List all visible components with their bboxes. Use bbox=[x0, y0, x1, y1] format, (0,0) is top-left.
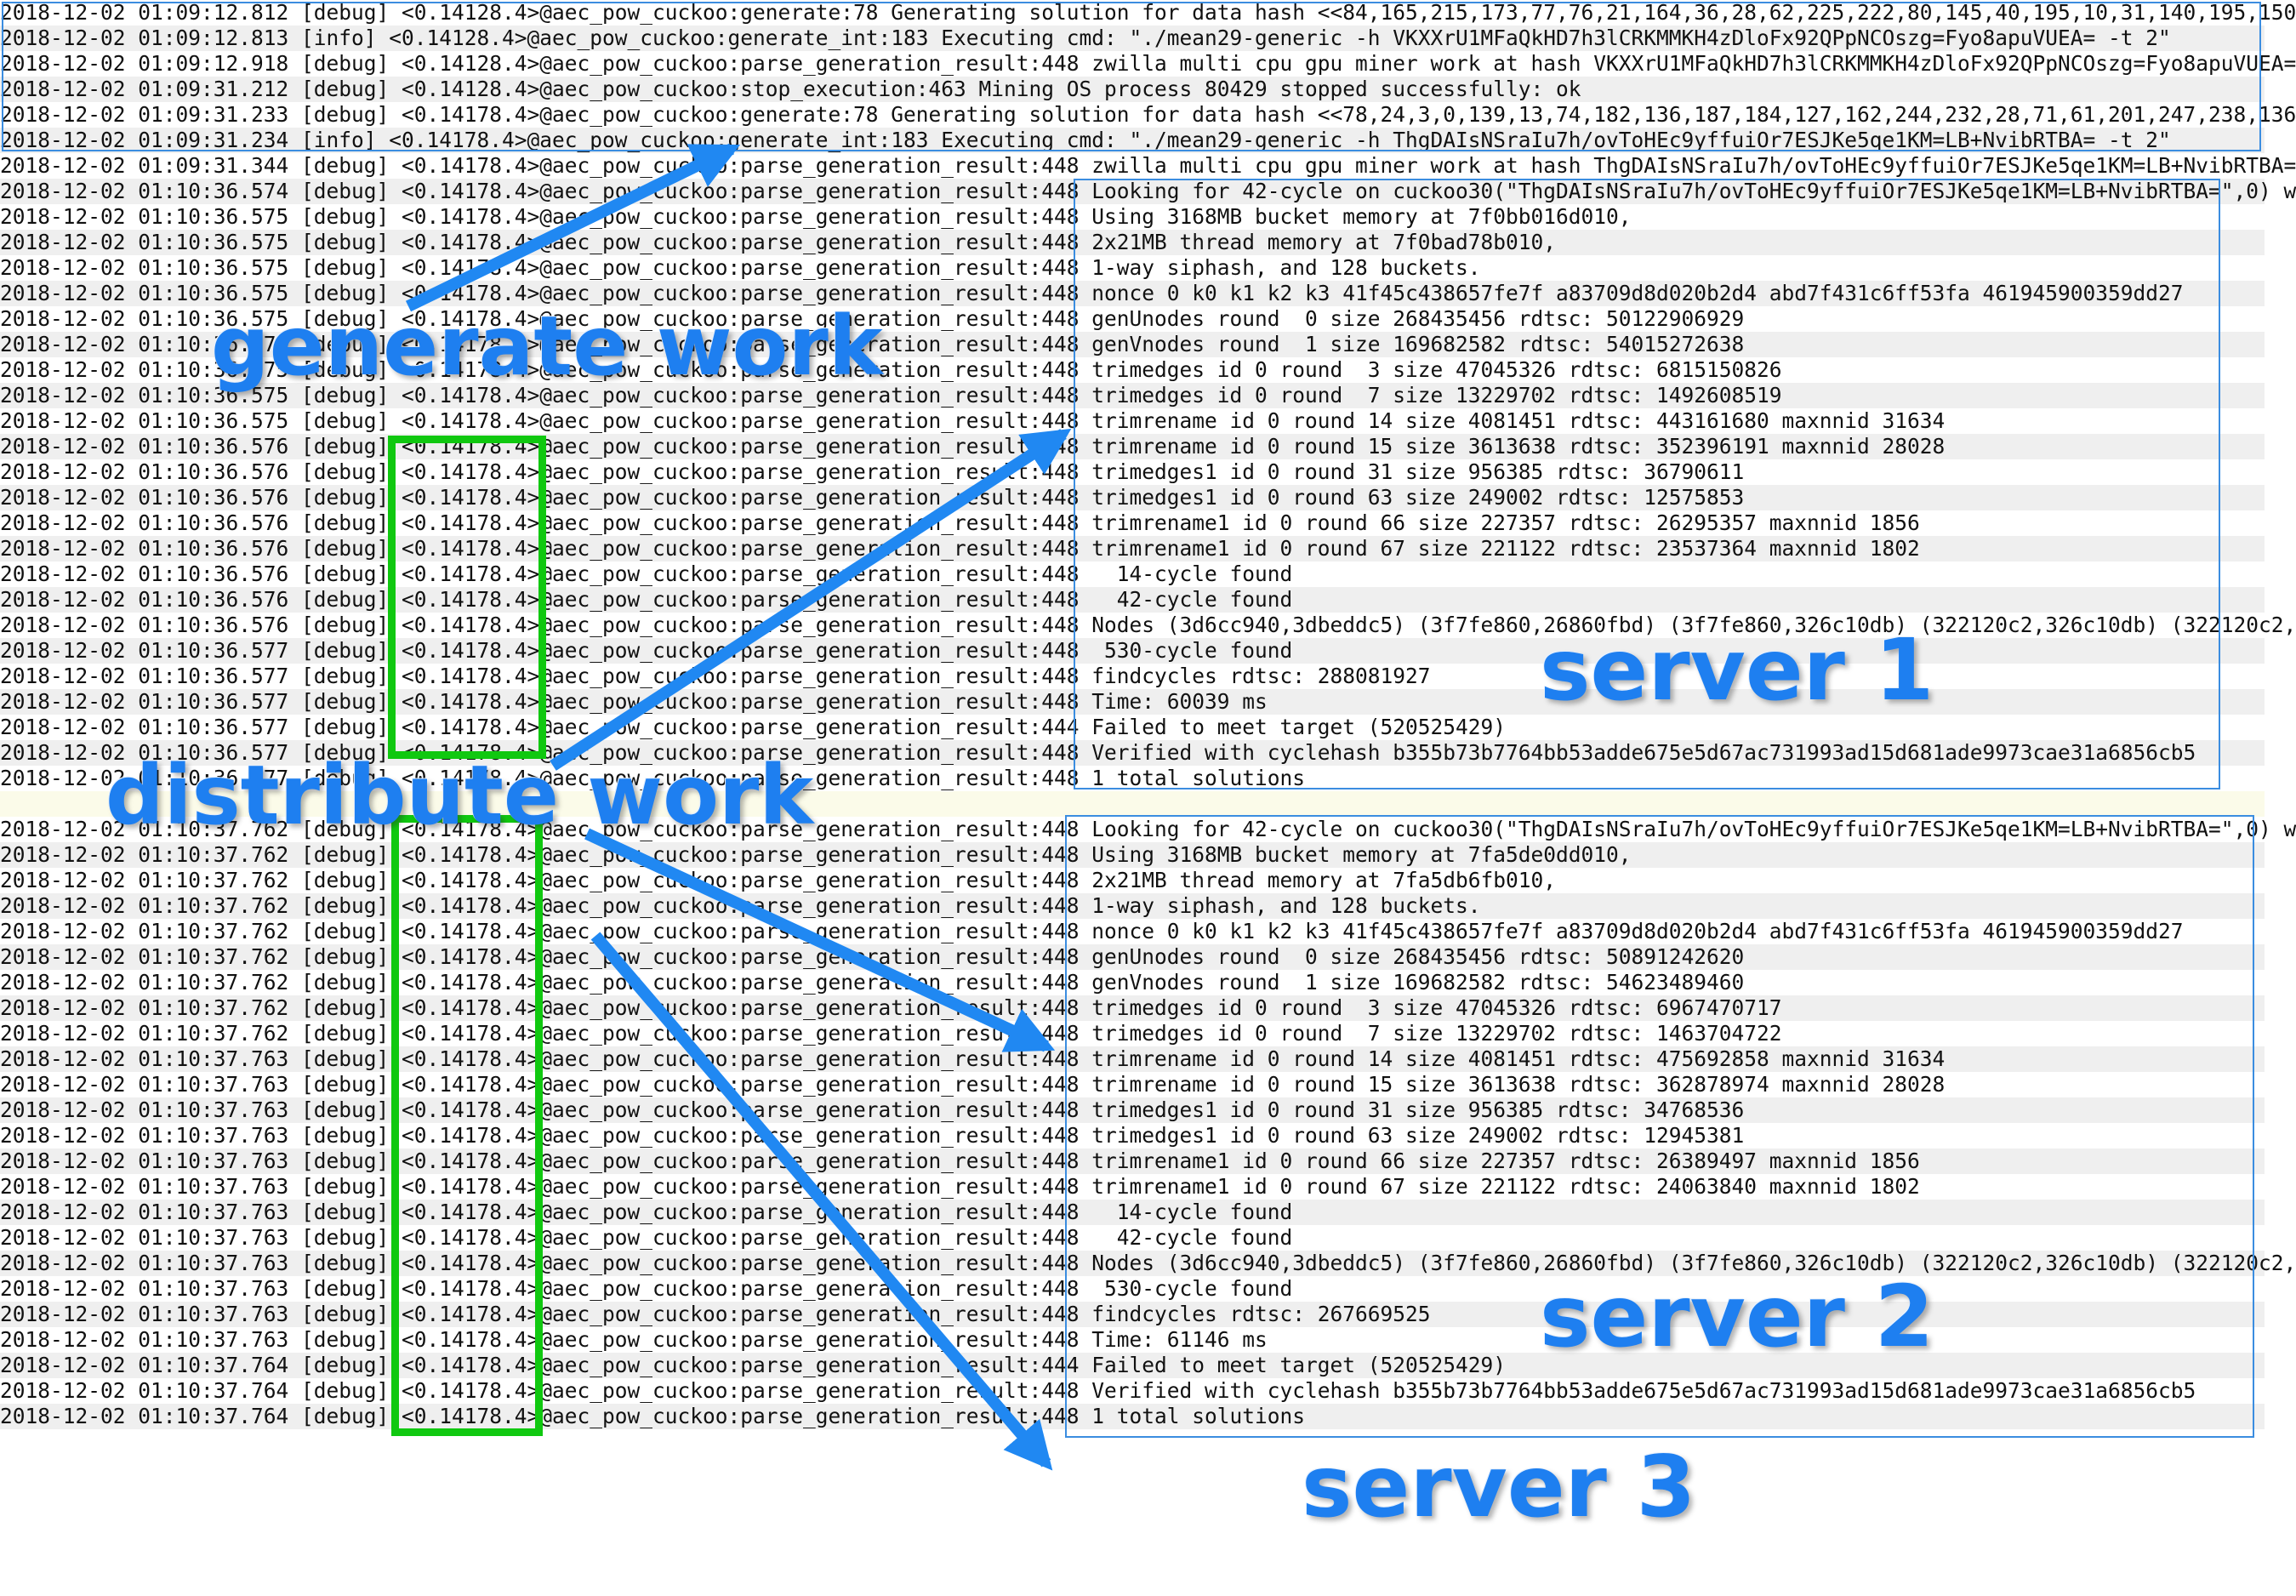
log-line: 2018-12-02 01:10:36.577 [debug] <0.14178… bbox=[0, 638, 2265, 664]
arrow-generate-work bbox=[405, 143, 741, 312]
log-line: 2018-12-02 01:10:36.575 [debug] <0.14178… bbox=[0, 281, 2265, 306]
log-line: 2018-12-02 01:10:37.764 [debug] <0.14178… bbox=[0, 1404, 2265, 1429]
server1-label: server 1 bbox=[1540, 620, 1934, 720]
log-line: 2018-12-02 01:09:12.918 [debug] <0.14128… bbox=[0, 51, 2296, 76]
log-line: 2018-12-02 01:10:37.763 [debug] <0.14178… bbox=[0, 1251, 2296, 1276]
log-line: 2018-12-02 01:10:36.576 [debug] <0.14178… bbox=[0, 510, 1920, 535]
log-line: 2018-12-02 01:10:36.576 [debug] <0.14178… bbox=[0, 561, 1293, 586]
server2-label: server 2 bbox=[1540, 1267, 1934, 1366]
separator-band bbox=[0, 791, 2265, 817]
log-line: 2018-12-02 01:10:37.763 [debug] <0.14178… bbox=[0, 1046, 2265, 1072]
log-line: 2018-12-02 01:09:12.812 [debug] <0.14128… bbox=[0, 0, 2296, 25]
log-line: 2018-12-02 01:10:37.762 [debug] <0.14178… bbox=[0, 995, 2265, 1021]
server1-worker-pid-highlight bbox=[388, 436, 546, 759]
log-line: 2018-12-02 01:10:37.763 [debug] <0.14178… bbox=[0, 1225, 1293, 1250]
log-line: 2018-12-02 01:09:31.234 [info] <0.14178.… bbox=[0, 128, 2265, 153]
log-line: 2018-12-02 01:10:36.575 [debug] <0.14178… bbox=[0, 408, 1946, 433]
log-line: 2018-12-02 01:10:36.577 [debug] <0.14178… bbox=[0, 689, 2265, 715]
log-line: 2018-12-02 01:10:37.763 [debug] <0.14178… bbox=[0, 1302, 2265, 1327]
log-line: 2018-12-02 01:10:37.764 [debug] <0.14178… bbox=[0, 1353, 2265, 1378]
server3-label: server 3 bbox=[1302, 1437, 1696, 1536]
arrow-to-server1 bbox=[550, 428, 1072, 771]
server1-output-outline bbox=[1074, 179, 2220, 789]
log-line: 2018-12-02 01:10:36.574 [debug] <0.14178… bbox=[0, 179, 2296, 204]
log-line: 2018-12-02 01:10:37.763 [debug] <0.14178… bbox=[0, 1276, 1293, 1301]
log-line: 2018-12-02 01:10:36.577 [debug] <0.14178… bbox=[0, 766, 1306, 790]
log-line: 2018-12-02 01:10:37.763 [debug] <0.14178… bbox=[0, 1072, 1946, 1097]
log-line: 2018-12-02 01:10:37.763 [debug] <0.14178… bbox=[0, 1149, 2265, 1174]
generate-block-outline bbox=[2, 2, 2261, 151]
log-line: 2018-12-02 01:10:37.763 [debug] <0.14178… bbox=[0, 1123, 1745, 1148]
log-line: 2018-12-02 01:10:36.576 [debug] <0.14178… bbox=[0, 536, 2265, 561]
log-line: 2018-12-02 01:10:36.575 [debug] <0.14178… bbox=[0, 332, 2265, 357]
log-line: 2018-12-02 01:10:37.762 [debug] <0.14178… bbox=[0, 842, 2265, 868]
log-line: 2018-12-02 01:10:37.764 [debug] <0.14178… bbox=[0, 1378, 2196, 1403]
log-line: 2018-12-02 01:10:37.763 [debug] <0.14178… bbox=[0, 1174, 1920, 1199]
log-line: 2018-12-02 01:10:37.762 [debug] <0.14178… bbox=[0, 868, 1557, 892]
log-line: 2018-12-02 01:10:36.575 [debug] <0.14178… bbox=[0, 230, 2265, 255]
generate-work-label: generate work bbox=[211, 299, 883, 394]
log-line: 2018-12-02 01:10:37.762 [debug] <0.14178… bbox=[0, 944, 2265, 970]
server2-output-outline bbox=[1065, 815, 2254, 1438]
log-line: 2018-12-02 01:10:36.575 [debug] <0.14178… bbox=[0, 204, 1632, 229]
arrow-to-server3 bbox=[590, 932, 1053, 1471]
log-line: 2018-12-02 01:10:37.763 [debug] <0.14178… bbox=[0, 1200, 2265, 1225]
log-line: 2018-12-02 01:09:31.212 [debug] <0.14128… bbox=[0, 77, 2265, 102]
log-line: 2018-12-02 01:09:31.233 [debug] <0.14178… bbox=[0, 102, 2296, 127]
log-line: 2018-12-02 01:10:36.575 [debug] <0.14178… bbox=[0, 357, 1782, 382]
log-line: 2018-12-02 01:10:36.575 [debug] <0.14178… bbox=[0, 306, 1745, 331]
log-line: 2018-12-02 01:10:37.763 [debug] <0.14178… bbox=[0, 1327, 1268, 1352]
log-line: 2018-12-02 01:10:37.762 [debug] <0.14178… bbox=[0, 817, 2296, 841]
server2-worker-pid-highlight bbox=[391, 815, 543, 1436]
log-line: 2018-12-02 01:10:36.577 [debug] <0.14178… bbox=[0, 715, 1507, 739]
log-line: 2018-12-02 01:10:37.762 [debug] <0.14178… bbox=[0, 970, 1745, 995]
log-line: 2018-12-02 01:10:37.762 [debug] <0.14178… bbox=[0, 893, 2265, 919]
log-line: 2018-12-02 01:10:37.763 [debug] <0.14178… bbox=[0, 1097, 2265, 1123]
log-line: 2018-12-02 01:10:36.576 [debug] <0.14178… bbox=[0, 613, 2296, 637]
log-line: 2018-12-02 01:10:37.762 [debug] <0.14178… bbox=[0, 919, 2184, 943]
log-line: 2018-12-02 01:10:36.576 [debug] <0.14178… bbox=[0, 459, 1745, 484]
log-line: 2018-12-02 01:10:36.576 [debug] <0.14178… bbox=[0, 485, 2265, 510]
log-line: 2018-12-02 01:10:37.762 [debug] <0.14178… bbox=[0, 1021, 1782, 1046]
log-line: 2018-12-02 01:10:36.576 [debug] <0.14178… bbox=[0, 587, 2265, 613]
log-line: 2018-12-02 01:09:31.344 [debug] <0.14178… bbox=[0, 153, 2296, 178]
log-line: 2018-12-02 01:10:36.577 [debug] <0.14178… bbox=[0, 664, 1431, 688]
arrow-to-server2 bbox=[584, 828, 1056, 1052]
log-line: 2018-12-02 01:09:12.813 [info] <0.14128.… bbox=[0, 26, 2265, 51]
distribute-work-label: distribute work bbox=[105, 748, 814, 843]
log-line: 2018-12-02 01:10:36.575 [debug] <0.14178… bbox=[0, 383, 2265, 408]
